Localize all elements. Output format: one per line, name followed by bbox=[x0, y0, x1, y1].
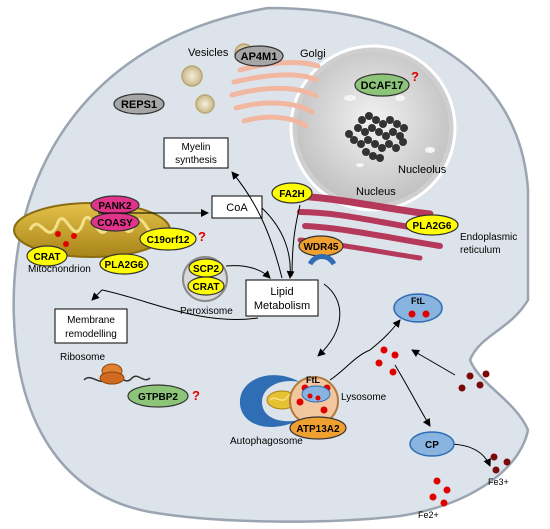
fa2h-label-bg bbox=[271, 182, 313, 204]
golgi-label: Golgi bbox=[300, 48, 326, 60]
membrane-remodelling-box bbox=[54, 308, 128, 344]
pla2g6-mito-label: PLA2G6 bbox=[105, 260, 144, 271]
ribosome-label: Ribosome bbox=[60, 352, 105, 363]
myelin-line1: Myelin bbox=[182, 142, 211, 153]
nucleus-label: Nucleus bbox=[356, 186, 396, 198]
lipid-metabolism-box bbox=[245, 279, 319, 317]
lipid-line2: Metabolism bbox=[254, 300, 310, 312]
membrane-line1: Membrane bbox=[67, 315, 115, 326]
vesicles-label: Vesicles bbox=[188, 47, 229, 59]
nucleolus-chromatin bbox=[345, 112, 408, 162]
membrane-line2: remodelling bbox=[65, 329, 117, 340]
crat-perox-label: CRAT bbox=[192, 282, 219, 293]
iron-fe2-dots bbox=[375, 346, 451, 507]
crat-mito-label: CRAT bbox=[33, 252, 60, 263]
atp13a2-label-bg bbox=[289, 416, 347, 440]
dcaf17-label-bg bbox=[354, 73, 410, 97]
lysosome-label: Lysosome bbox=[341, 392, 387, 403]
cp-label-bg bbox=[409, 431, 455, 457]
pla2g6-er-label-bg bbox=[405, 214, 459, 236]
c19orf12-label: C19orf12 bbox=[147, 235, 190, 246]
coasy-label: COASY bbox=[97, 218, 133, 229]
mitochondrion-label: Mitochondrion bbox=[28, 264, 91, 275]
er-label-line1: Endoplasmic bbox=[460, 232, 517, 243]
reps1-label: REPS1 bbox=[121, 99, 157, 111]
fe3-label: Fe3+ bbox=[488, 477, 509, 487]
wdr45-label: WDR45 bbox=[303, 242, 338, 253]
iron-fe3-dots bbox=[458, 370, 511, 474]
scp2-label: SCP2 bbox=[193, 264, 220, 275]
myelin-synthesis-box bbox=[163, 137, 229, 169]
pla2g6-er-label: PLA2G6 bbox=[413, 221, 452, 232]
fa2h-label: FA2H bbox=[279, 189, 305, 200]
ftl-label: FtL bbox=[411, 296, 425, 306]
gtpbp2-label-bg bbox=[127, 384, 189, 408]
peroxisome-label: Peroxisome bbox=[180, 306, 233, 317]
crat-mito-label-bg bbox=[26, 245, 68, 267]
gtpbp2-uncertain-marker: ? bbox=[192, 388, 200, 403]
ap4m1-label: AP4M1 bbox=[241, 51, 278, 63]
autophagosome-label: Autophagosome bbox=[230, 436, 303, 447]
pla2g6-mito-label-bg bbox=[99, 253, 149, 275]
ap4m1-label-bg bbox=[234, 45, 284, 67]
dcaf17-label: DCAF17 bbox=[361, 80, 404, 92]
coa-label: CoA bbox=[226, 202, 248, 214]
wdr45-membrane-arc bbox=[307, 254, 337, 266]
nucleolus-label: Nucleolus bbox=[398, 164, 447, 176]
er-label-line2: reticulum bbox=[460, 245, 501, 256]
golgi-apparatus bbox=[229, 60, 321, 129]
ribosome bbox=[83, 363, 151, 385]
c19orf12-label-bg bbox=[139, 227, 197, 251]
atp13a2-label: ATP13A2 bbox=[296, 424, 340, 435]
coa-box bbox=[211, 195, 263, 219]
gtpbp2-label: GTPBP2 bbox=[138, 392, 178, 403]
lipid-line1: Lipid bbox=[270, 286, 293, 298]
fe2-label: Fe2+ bbox=[418, 510, 439, 520]
dcaf17-uncertain-marker: ? bbox=[411, 69, 419, 84]
myelin-line2: synthesis bbox=[175, 155, 217, 166]
lysosome-ftl-label: FtL bbox=[306, 375, 320, 385]
crat-perox-label-bg bbox=[187, 276, 225, 296]
reps1-label-bg bbox=[113, 93, 165, 115]
ferritin-ftl bbox=[393, 293, 443, 323]
cp-label: CP bbox=[425, 440, 439, 451]
pank2-label: PANK2 bbox=[98, 201, 132, 212]
c19orf12-uncertain-marker: ? bbox=[198, 229, 206, 244]
